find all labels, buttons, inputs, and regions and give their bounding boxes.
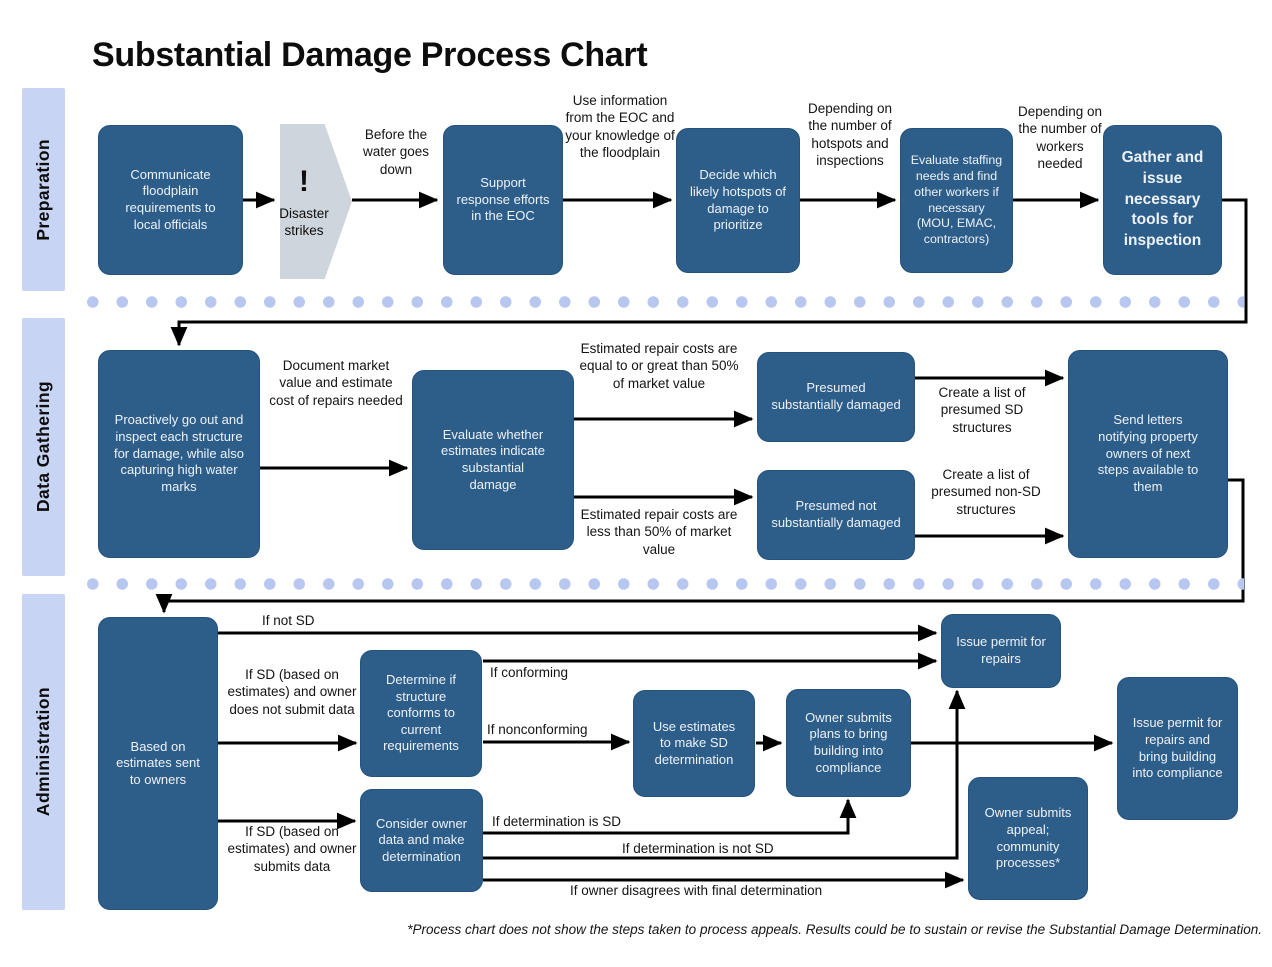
connector-if-determination-not-sd [483, 689, 966, 860]
node-evaluate-estimates: Evaluate whether estimates indicate subs… [412, 370, 574, 550]
edge-label-if-not-sd: If not SD [262, 613, 315, 628]
edge-label-estimates-equal: Estimated repair costs are equal to or g… [579, 341, 739, 391]
node-owner-appeal: Owner submits appeal; community processe… [968, 777, 1088, 900]
node-proactively-inspect: Proactively go out and inspect each stru… [98, 350, 260, 558]
lane-administration: Administration [22, 594, 65, 910]
node-owner-submits-plans: Owner submits plans to bring building in… [786, 689, 911, 797]
edge-label-if-nonconforming: If nonconforming [487, 722, 588, 737]
node-send-letters: Send letters notifying property owners o… [1068, 350, 1228, 558]
node-determine-conformance: Determine if structure conforms to curre… [360, 650, 482, 777]
lane-data-gathering: Data Gathering [22, 318, 65, 576]
edge-label-if-sd-no-data: If SD (based on estimates) and owner doe… [227, 667, 357, 717]
lane-preparation: Preparation [22, 88, 65, 291]
lane-separator-dots-1 [78, 296, 1244, 308]
edge-label-if-sd-data: If SD (based on estimates) and owner sub… [227, 824, 357, 874]
node-disaster-strikes-label: Disaster strikes [279, 206, 329, 239]
edge-label-if-conforming: If conforming [490, 665, 569, 680]
edge-label-create-sd-list: Create a list of presumed SD structures [938, 385, 1026, 435]
node-decide-hotspots: Decide which likely hotspots of damage t… [676, 128, 800, 273]
edge-label-if-determination-sd: If determination is SD [492, 814, 622, 829]
lane-preparation-label: Preparation [33, 138, 53, 241]
node-evaluate-staffing: Evaluate staffing needs and find other w… [900, 128, 1013, 273]
edge-label-before-water: Before the water goes down [362, 127, 430, 177]
connector-send-letters-based-on-wrap [155, 478, 1245, 614]
edge-label-depending-hotspots: Depending on the number of hotspots and … [807, 101, 893, 168]
footnote: *Process chart does not show the steps t… [407, 922, 1262, 937]
edge-label-document-market: Document market value and estimate cost … [269, 358, 403, 408]
edge-label-estimates-less: Estimated repair costs are less than 50%… [580, 507, 738, 557]
edge-label-if-owner-disagrees: If owner disagrees with final determinat… [570, 883, 823, 898]
node-issue-permit-compliance: Issue permit for repairs and bring build… [1117, 677, 1238, 820]
page-title: Substantial Damage Process Chart [92, 36, 648, 74]
exclamation-icon: ! [299, 164, 309, 198]
node-presumed-sd: Presumed substantially damaged [757, 352, 915, 442]
node-communicate-floodplain: Communicate floodplain requirements to l… [98, 125, 243, 275]
lane-data-gathering-label: Data Gathering [33, 381, 53, 513]
node-gather-tools: Gather and issue necessary tools for ins… [1103, 125, 1222, 275]
node-use-estimates-sd: Use estimates to make SD determination [633, 690, 755, 797]
node-presumed-not-sd: Presumed not substantially damaged [757, 470, 915, 560]
edge-label-create-non-sd-list: Create a list of presumed non-SD structu… [931, 467, 1041, 517]
edge-label-depending-workers: Depending on the number of workers neede… [1017, 104, 1103, 171]
node-disaster-strikes: ! Disaster strikes [280, 124, 352, 279]
node-consider-owner-data: Consider owner data and make determinati… [360, 789, 483, 892]
lane-separator-dots-2 [78, 578, 1244, 590]
node-based-on-estimates: Based on estimates sent to owners [98, 617, 218, 910]
edge-label-if-determination-not-sd: If determination is not SD [622, 841, 774, 856]
node-support-response: Support response efforts in the EOC [443, 125, 563, 275]
node-issue-permit-repairs: Issue permit for repairs [941, 614, 1061, 688]
lane-administration-label: Administration [33, 687, 53, 817]
edge-label-use-info: Use information from the EOC and your kn… [565, 93, 675, 160]
connector-if-determination-sd [483, 798, 857, 835]
connector-gather-proactively-wrap [170, 198, 1248, 347]
